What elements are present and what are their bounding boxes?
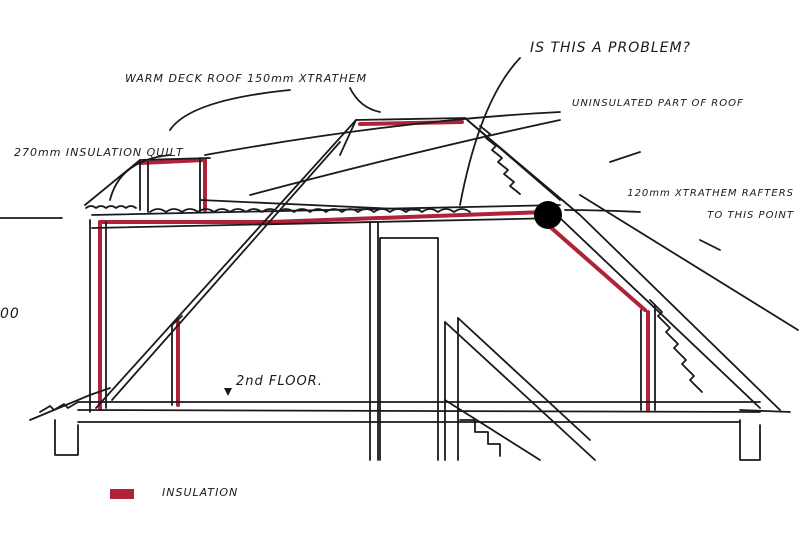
leader-question bbox=[459, 57, 521, 206]
right-tile-scribble bbox=[479, 125, 521, 195]
annotation-uninsulated-text: UNINSULATED PART OF ROOF bbox=[572, 98, 744, 109]
stair-rail-a bbox=[444, 321, 596, 461]
insulation-dormer-roof bbox=[138, 158, 207, 165]
left-tile-scribble bbox=[85, 205, 137, 209]
annotation-xtratherm-rafters-text: 120mm XTRATHEM RAFTERS TO THIS POINT bbox=[627, 188, 794, 221]
right-eaves bbox=[739, 409, 791, 413]
floor-line-mid bbox=[77, 409, 761, 413]
structure-lines bbox=[0, 57, 799, 461]
stair-rail-c bbox=[444, 399, 541, 461]
left-rafter-outer bbox=[95, 119, 357, 409]
dimension-tick-top bbox=[609, 151, 641, 163]
dimension-tick-bottom bbox=[699, 239, 721, 251]
annotation-xtratherm-rafters: 120mm XTRATHEM RAFTERS TO THIS POINT bbox=[624, 183, 794, 227]
left-eaves-box bbox=[54, 419, 79, 456]
leader-warm-deck-long bbox=[169, 89, 291, 131]
leader-quilt bbox=[109, 154, 171, 201]
annotation-uninsulated: UNINSULATED PART OF ROOF bbox=[572, 96, 772, 111]
insulation-lines bbox=[98, 120, 650, 412]
leader-bottom bbox=[199, 199, 421, 211]
left-knee-top bbox=[171, 315, 183, 326]
dimension-line bbox=[579, 194, 799, 331]
door-outline bbox=[379, 237, 439, 461]
left-lower-tile-scribble bbox=[39, 401, 79, 413]
insulation-flat-roof bbox=[358, 120, 464, 126]
stair-treads bbox=[459, 419, 501, 457]
legend-swatch bbox=[110, 489, 134, 499]
leader-uninsulated bbox=[204, 111, 561, 156]
right-lower-tile-scribble bbox=[649, 299, 703, 393]
left-rafter-inner bbox=[111, 141, 341, 401]
right-main-slope bbox=[464, 117, 781, 411]
problem-circle bbox=[534, 201, 562, 229]
left-eaves bbox=[29, 387, 111, 421]
leader-warm-deck bbox=[349, 87, 381, 113]
ceiling-joist-bottom bbox=[91, 217, 561, 229]
insulation-right-slope bbox=[546, 223, 647, 312]
annotation-left-edge: 00 bbox=[0, 306, 20, 322]
leader-rafters bbox=[564, 209, 641, 213]
left-main-slope bbox=[339, 117, 561, 201]
leader-uninsulated-b bbox=[249, 119, 561, 196]
floor-arrow bbox=[224, 388, 232, 396]
ceiling-joist-top bbox=[91, 204, 561, 216]
legend-label: INSULATION bbox=[162, 486, 239, 499]
annotation-floor: 2nd FLOOR. bbox=[236, 374, 323, 389]
stair-rail-b bbox=[457, 317, 591, 441]
right-eaves-box bbox=[739, 419, 761, 461]
annotation-insulation-quilt: 270mm INSULATION QUILT bbox=[14, 146, 184, 159]
annotation-warm-deck: WARM DECK ROOF 150mm XTRATHEM bbox=[125, 72, 368, 85]
annotation-question: IS THIS A PROBLEM? bbox=[530, 40, 691, 56]
